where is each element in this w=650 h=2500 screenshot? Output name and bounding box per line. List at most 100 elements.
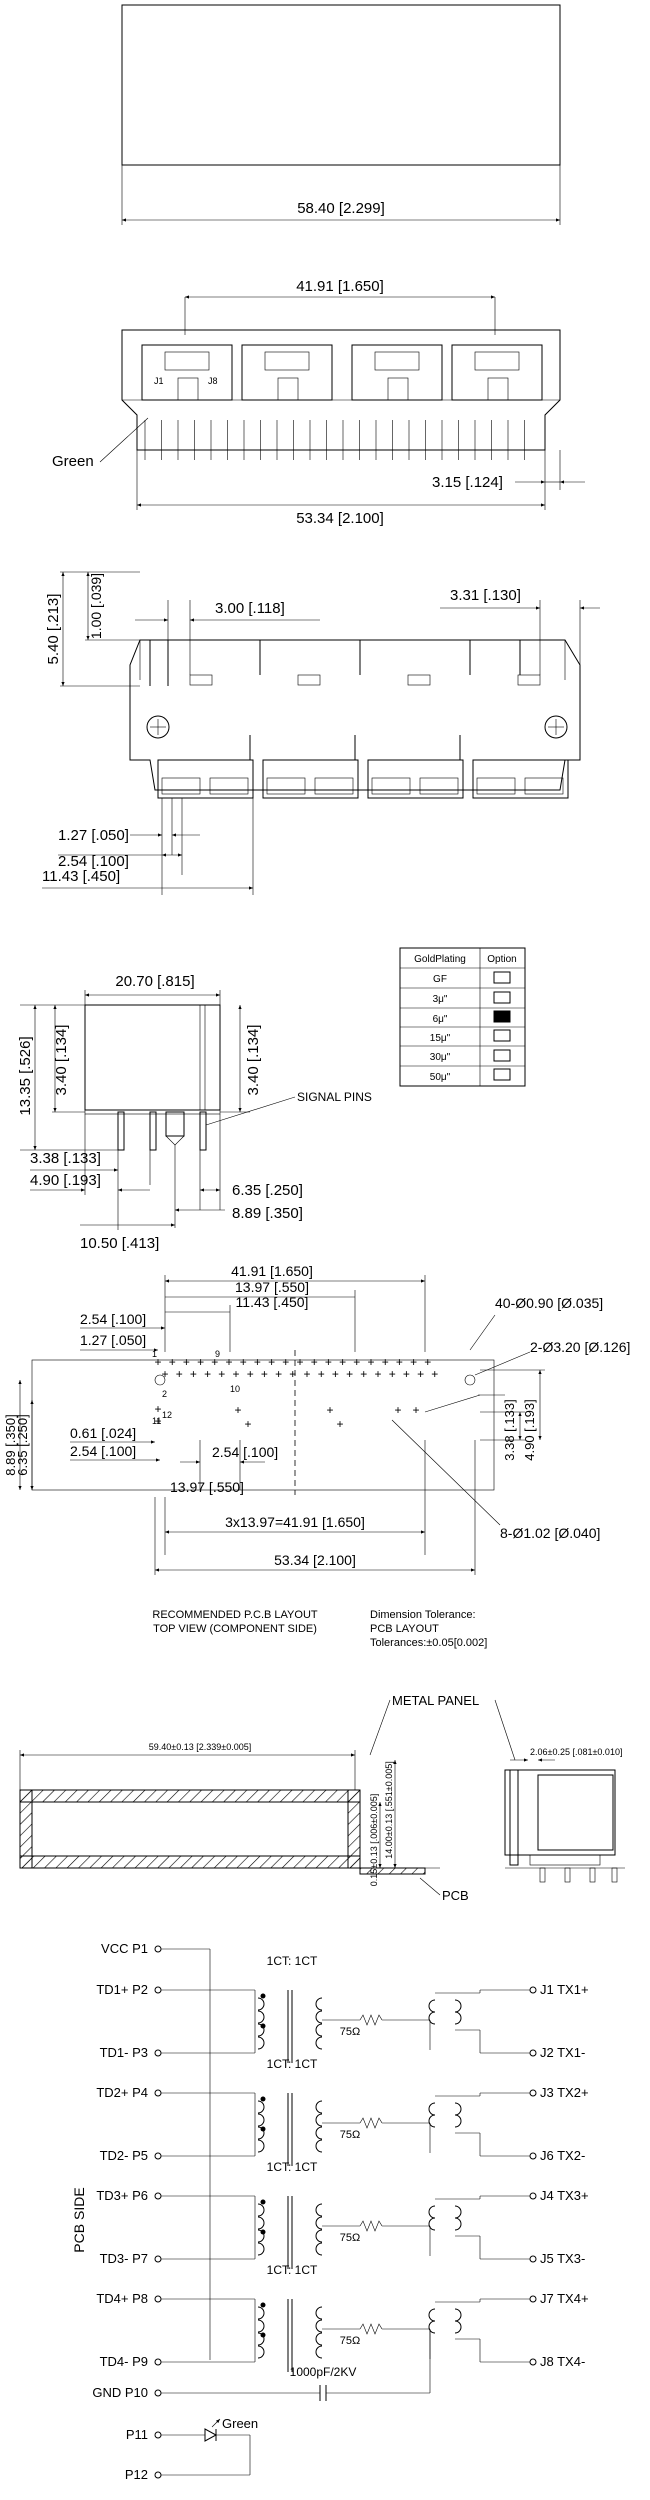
polarity-dot [260, 1993, 266, 1999]
choke-coil [454, 2011, 462, 2025]
coil [315, 2345, 323, 2359]
pin-hole: + [403, 1367, 410, 1381]
pin-9: 9 [215, 1349, 220, 1359]
pin-hole: + [190, 1367, 197, 1381]
choke-coil [454, 2102, 462, 2116]
right-dim2: 4.90 [.193] [522, 1399, 537, 1460]
pin-hole: + [339, 1355, 346, 1369]
tol1: Dimension Tolerance: [370, 1609, 476, 1621]
front-view: 58.40 [2.299] [121, 4, 561, 225]
coil [257, 2242, 265, 2256]
pin-hole: + [417, 1367, 424, 1381]
channel-out-neg: J5 TX3- [540, 2251, 585, 2266]
p11-label: P11 [126, 2427, 148, 2442]
coil [315, 2319, 323, 2333]
side-view: 5.40 [.213] 1.00 [.039] 3.00 [.118] 3.31… [42, 571, 600, 895]
tol3: Tolerances:±0.05[0.002] [370, 1637, 487, 1649]
resistor-label: 75Ω [340, 2232, 360, 2244]
channel-neg-label: TD1- P3 [100, 2045, 148, 2060]
height-label: 5.40 [.213] [45, 594, 62, 665]
choke-coil [454, 2114, 462, 2128]
pcb-label: PCB [442, 1888, 469, 1903]
terminal [154, 2255, 162, 2263]
pin-hole: + [303, 1367, 310, 1381]
terminal [529, 2192, 537, 2200]
option-checkbox [493, 1068, 511, 1081]
polarity-dot [260, 2302, 266, 2308]
port-1 [141, 344, 233, 401]
pin-hole: + [254, 1355, 261, 1369]
polarity-dot [260, 2023, 266, 2029]
port-2 [241, 344, 333, 401]
pin-hole: + [225, 1355, 232, 1369]
rear-housing [121, 329, 561, 451]
choke-coil [428, 2114, 436, 2128]
choke-coil [428, 2102, 436, 2116]
pin-hole: + [183, 1355, 190, 1369]
option-checkbox [493, 971, 511, 984]
panel-right [347, 1789, 361, 1869]
terminal [154, 2049, 162, 2057]
bottom-dim2: 3x13.97=41.91 [1.650] [225, 1514, 365, 1530]
pin-2: 2 [162, 1389, 167, 1399]
rear-pins [144, 420, 525, 460]
choke-coil [428, 2011, 436, 2025]
left-dim1: 2.54 [.100] [80, 1311, 146, 1327]
pin-hole: + [218, 1367, 225, 1381]
pin-hole: + [396, 1355, 403, 1369]
resistor [359, 2117, 383, 2129]
top-width-label: 41.91 [1.650] [296, 278, 384, 295]
resistor [359, 2220, 383, 2232]
polarity-dot [260, 2199, 266, 2205]
terminal [154, 2152, 162, 2160]
resistor-label: 75Ω [340, 2129, 360, 2141]
choke-coil [454, 1999, 462, 2013]
d3-label: 6.35 [.250] [232, 1182, 303, 1199]
choke-coil [428, 2320, 436, 2334]
rear-view: 41.91 [1.650] J1 J8 Green 53.34 [2.100] … [52, 278, 585, 527]
width-label: 58.40 [2.299] [297, 200, 385, 217]
terminal [154, 2295, 162, 2303]
vcc-label: VCC P1 [101, 1941, 148, 1956]
terminal [529, 2358, 537, 2366]
channel-neg-label: TD2- P5 [100, 2148, 148, 2163]
pin-hole: + [389, 1367, 396, 1381]
signal-hole: + [154, 1414, 161, 1428]
left-dim2: 1.27 [.050] [80, 1332, 146, 1348]
coil [315, 2242, 323, 2256]
channel-out-pos: J4 TX3+ [540, 2188, 589, 2203]
option-checkbox [493, 991, 511, 1004]
pin-hole: + [296, 1355, 303, 1369]
top-dim1: 41.91 [1.650] [231, 1263, 313, 1279]
coil [257, 2216, 265, 2230]
pin-hole: + [325, 1355, 332, 1369]
hole-label2: 2-Ø3.20 [Ø.126] [530, 1339, 630, 1355]
pcb-holes: ++++++++++++++++++++++++++++++++++++++++… [154, 1355, 438, 1431]
channel-neg-label: TD3- P7 [100, 2251, 148, 2266]
hole-label1: 40-Ø0.90 [Ø.035] [495, 1295, 603, 1311]
channel-neg-label: TD4- P9 [100, 2354, 148, 2369]
channel-pos-label: TD1+ P2 [96, 1982, 148, 1997]
header-option: Option [487, 954, 516, 965]
pitch3-label: 11.43 [.450] [42, 868, 120, 885]
pin-hole: + [240, 1355, 247, 1369]
choke-coil [454, 2320, 462, 2334]
width-label: 20.70 [.815] [115, 973, 194, 990]
sub-height-label: 1.00 [.039] [88, 573, 104, 639]
cut-width-label: 59.40±0.13 [2.339±0.005] [149, 1742, 251, 1752]
choke-coil [454, 2308, 462, 2322]
pin-hole: + [382, 1355, 389, 1369]
plating-row: GF [433, 974, 447, 985]
ratio-label: 1CT: 1CT [267, 1954, 318, 1968]
polarity-dot [260, 2096, 266, 2102]
pin-hole: + [318, 1367, 325, 1381]
terminal [154, 2358, 162, 2366]
resistor [359, 2014, 383, 2026]
hole-label3: 8-Ø1.02 [Ø.040] [500, 1525, 600, 1541]
plating-row: 50μ" [430, 1072, 451, 1083]
channel-out-pos: J7 TX4+ [540, 2291, 589, 2306]
pin-hole: + [282, 1355, 289, 1369]
